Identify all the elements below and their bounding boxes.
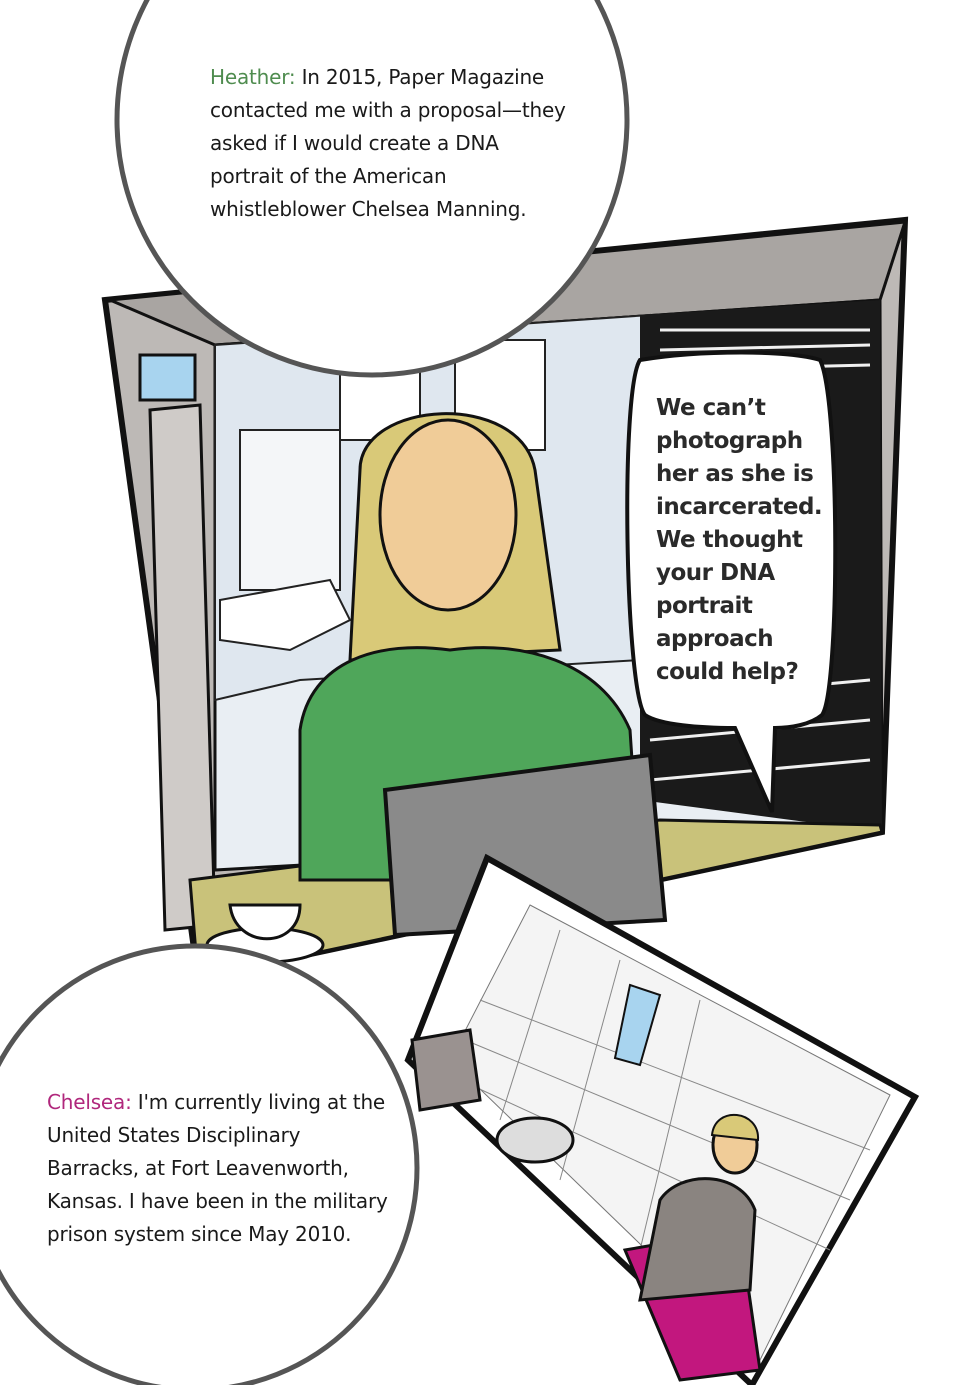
caption-line: United States Disciplinary	[47, 1123, 301, 1147]
speech-line: your DNA	[656, 560, 775, 586]
speaker-chelsea: Chelsea:	[47, 1090, 132, 1114]
speech-line: incarcerated.	[656, 494, 823, 520]
bottom-caption-bubble	[0, 943, 420, 1385]
caption-line: Kansas. I have been in the military	[47, 1189, 388, 1213]
caption-line: prison system since May 2010.	[47, 1222, 352, 1246]
caption-line: I'm currently living at the	[131, 1090, 386, 1114]
speech-line: We thought	[656, 527, 803, 553]
caption-line: asked if I would create a DNA	[210, 131, 499, 155]
face	[378, 418, 518, 612]
seated-figure	[638, 1177, 757, 1302]
speech-bubble	[625, 350, 838, 813]
caption-line: contacted me with a proposal—they	[210, 98, 566, 122]
speech-bubble-text: We can’t photograph her as she is incarc…	[656, 392, 836, 689]
prison-panel	[404, 853, 920, 1385]
coffee-cup	[228, 903, 302, 941]
chelsea-caption: Chelsea: I'm currently living at the Uni…	[47, 1086, 388, 1251]
window-pane	[138, 353, 197, 402]
speech-line: could help?	[656, 659, 799, 685]
top-caption-bubble	[114, 0, 630, 378]
speech-line: approach	[656, 626, 774, 652]
toilet	[495, 1116, 575, 1164]
caption-line: Barracks, at Fort Leavenworth,	[47, 1156, 349, 1180]
speech-line: We can’t	[656, 395, 766, 421]
laptop	[382, 752, 668, 938]
caption-line: portrait of the American	[210, 164, 447, 188]
speaker-heather: Heather:	[210, 65, 296, 89]
heather-caption: Heather: In 2015, Paper Magazine contact…	[210, 61, 566, 226]
caption-line: whistleblower Chelsea Manning.	[210, 197, 527, 221]
speech-line: her as she is	[656, 461, 814, 487]
caption-line: In 2015, Paper Magazine	[295, 65, 545, 89]
speech-line: portrait	[656, 593, 753, 619]
speech-line: photograph	[656, 428, 803, 454]
